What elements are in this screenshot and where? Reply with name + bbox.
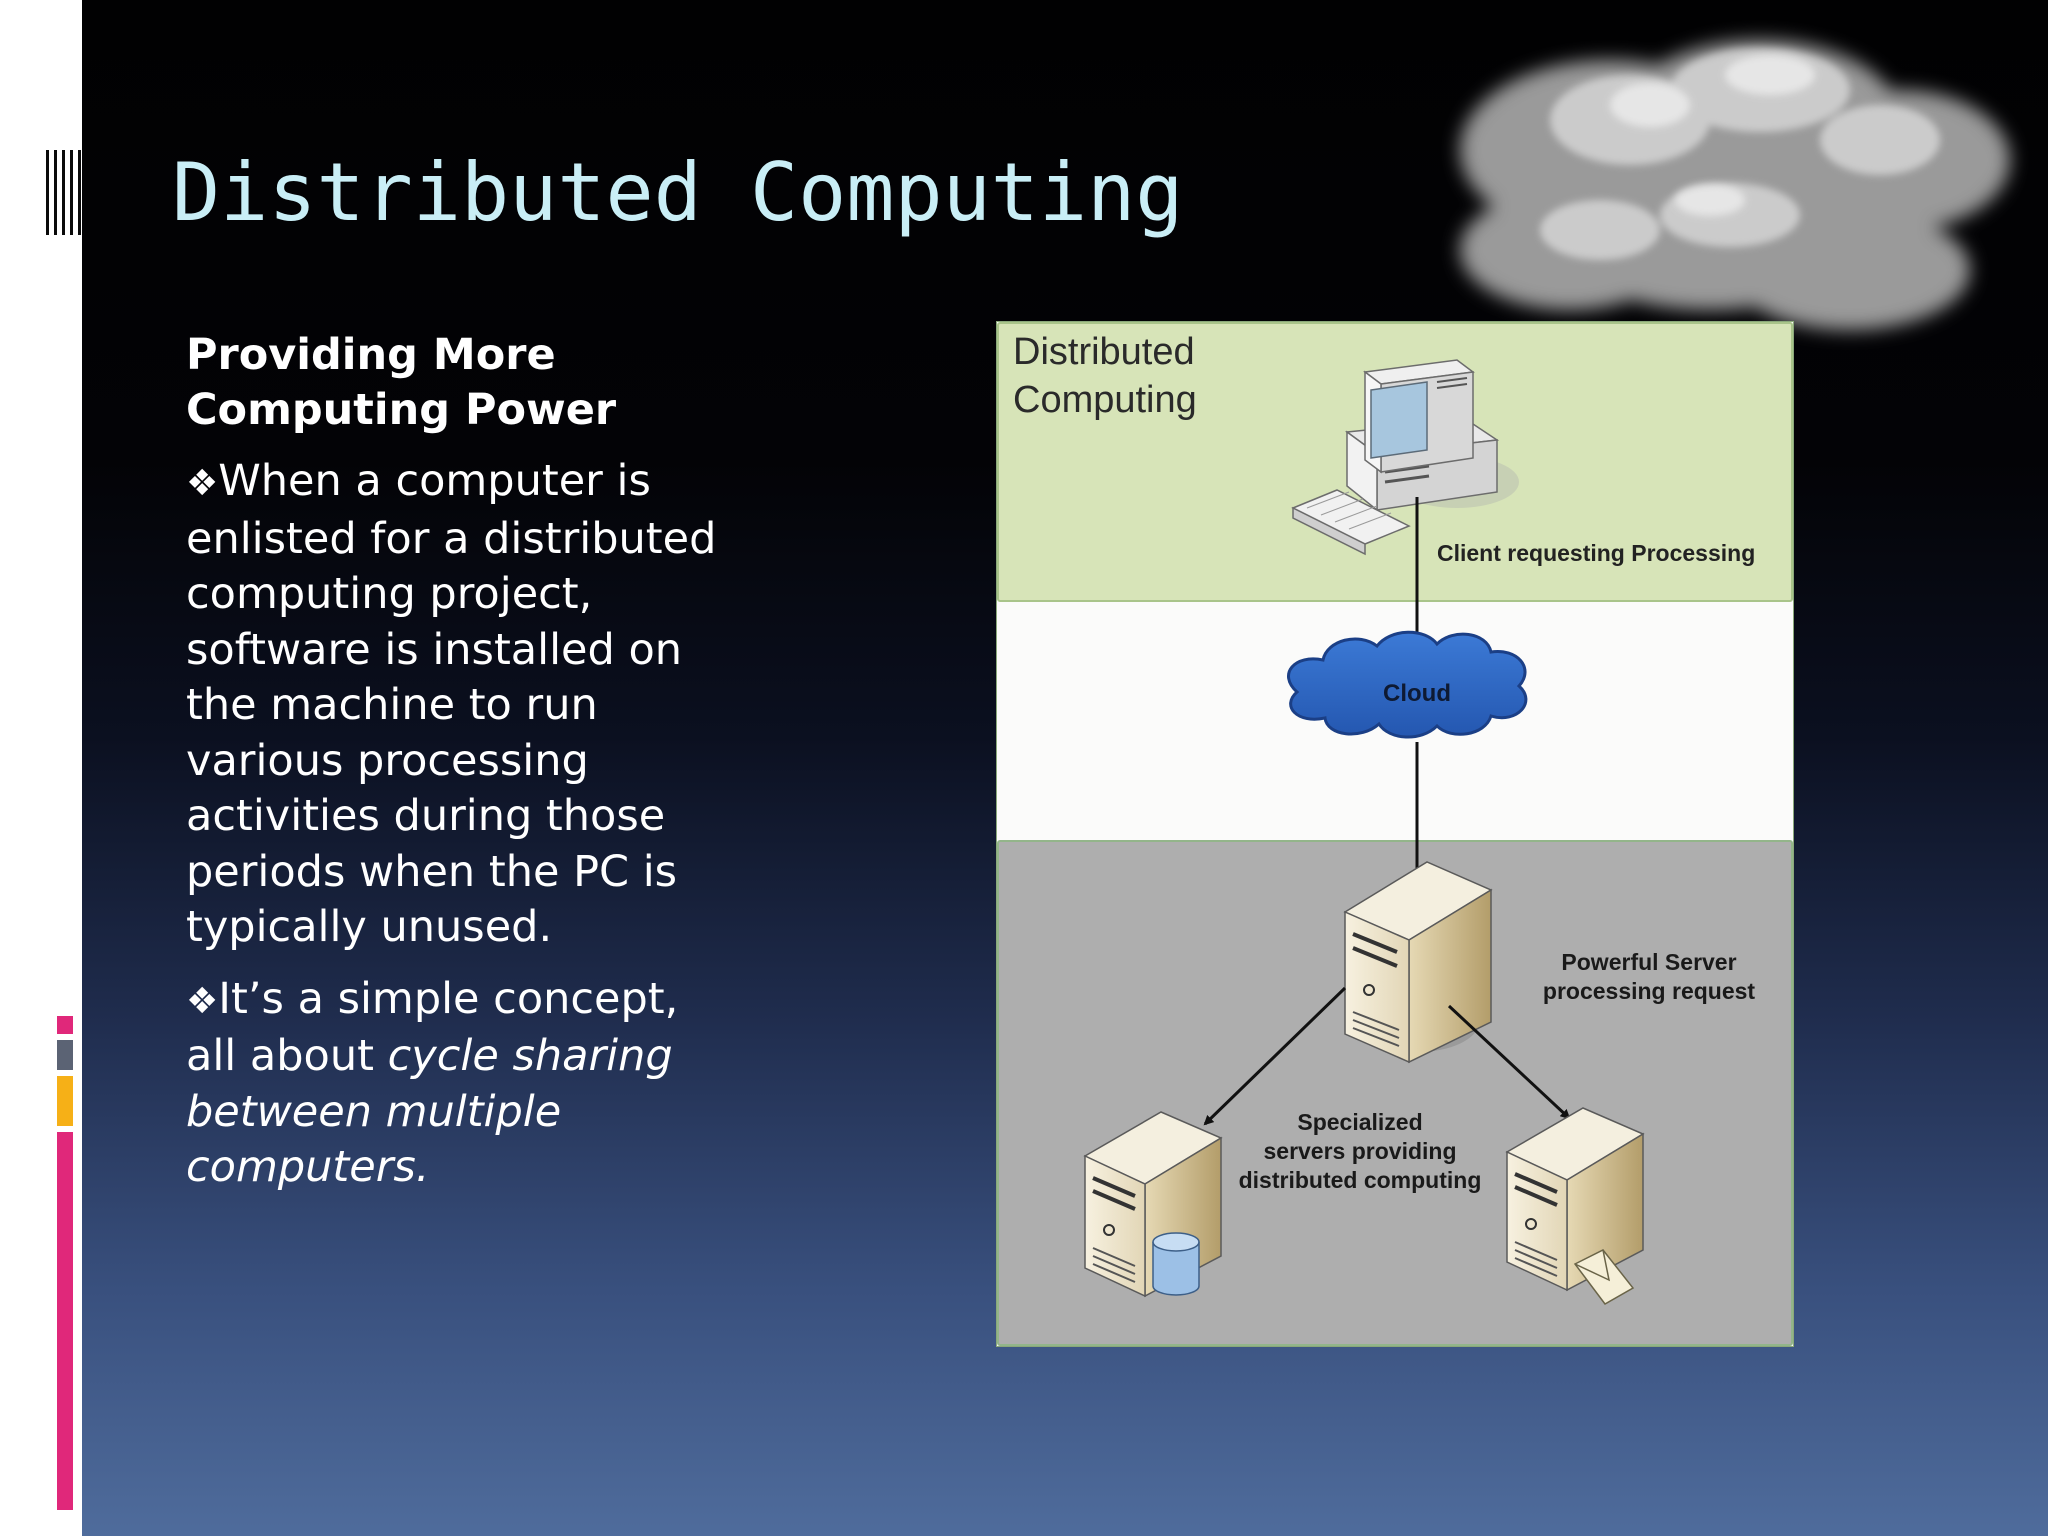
subheading: Providing More Computing Power [186, 330, 617, 435]
accent-bar-yellow [57, 1076, 73, 1126]
title-marker-bars [46, 150, 82, 235]
bullet-text-1: When a computer is enlisted for a distri… [186, 456, 717, 952]
arrow-server-to-right [1447, 1004, 1571, 1120]
bullet-item-2: ❖It’s a simple concept, all about cycle … [186, 972, 726, 1196]
server-label-line1: Powerful Server [1561, 949, 1736, 975]
bullet-text-2-italic: cycle sharing between multiple computers… [186, 1031, 673, 1192]
cloud-icon [1287, 630, 1528, 739]
specialized-label-line1: Specialized [1297, 1109, 1422, 1135]
bullet-item-1: ❖When a computer is enlisted for a distr… [186, 454, 726, 956]
envelope-icon [1573, 1249, 1635, 1305]
accent-bar-gray [57, 1040, 73, 1070]
arrow-server-to-left [1203, 986, 1347, 1126]
cloud-label: Cloud [1383, 680, 1451, 707]
distributed-computing-diagram: Distributed Computing [996, 321, 1794, 1347]
server-label-line2: processing request [1543, 978, 1756, 1004]
server-icon [1343, 861, 1493, 1064]
server-icon [1505, 1107, 1645, 1292]
accent-bar-pink-long [57, 1132, 73, 1510]
slide-title: Distributed Computing [172, 146, 1184, 239]
bullet-glyph-icon: ❖ [186, 463, 219, 504]
accent-bar-pink-small [57, 1016, 73, 1034]
specialized-label-line2: servers providing [1263, 1138, 1456, 1164]
bullet-text-2: It’s a simple concept, all about [186, 973, 679, 1082]
slide-content: Providing More Computing Power ❖When a c… [186, 328, 726, 1212]
specialized-label-line3: distributed computing [1239, 1167, 1482, 1193]
decorative-cloud-icon [1460, 40, 2010, 330]
bullet-glyph-icon: ❖ [186, 980, 219, 1022]
computer-icon [1291, 359, 1519, 556]
diagram-heading-line2: Computing [1013, 379, 1197, 421]
database-icon [1152, 1232, 1200, 1296]
client-label: Client requesting Processing [1437, 540, 1755, 566]
diagram-heading-line1: Distributed [1013, 331, 1195, 373]
